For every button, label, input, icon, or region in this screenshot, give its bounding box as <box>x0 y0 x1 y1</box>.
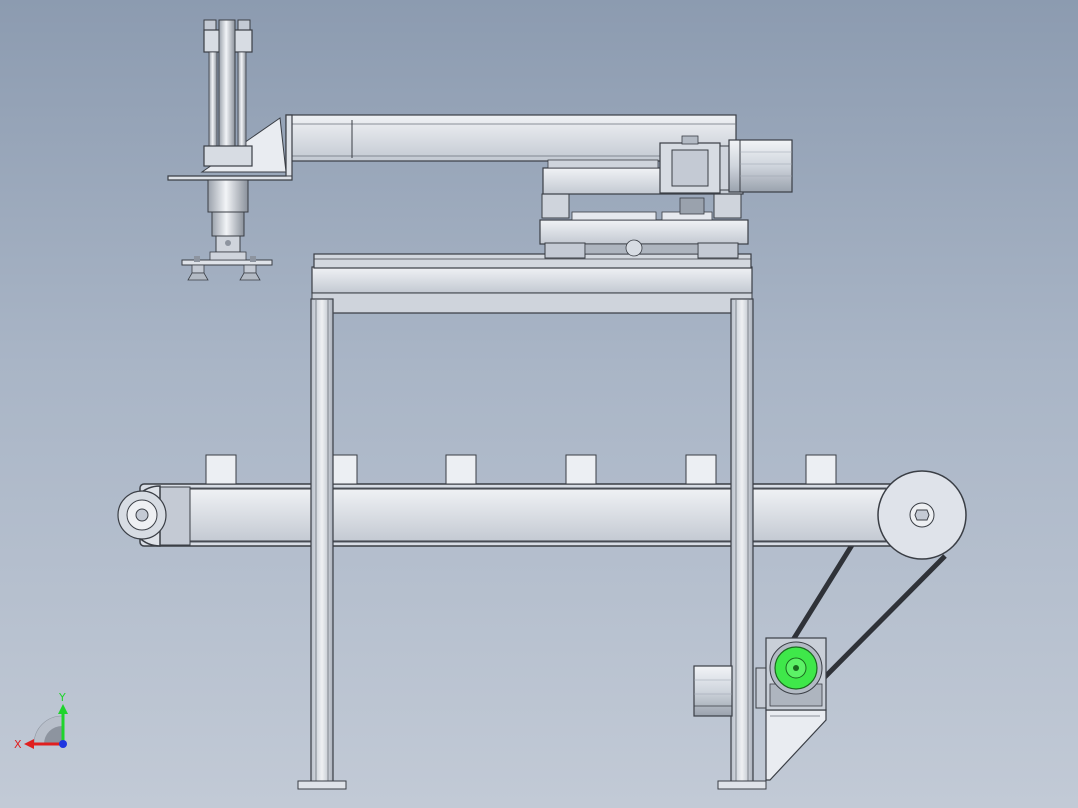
workpiece-block <box>565 454 597 485</box>
drive-motor <box>693 665 733 717</box>
suction-cup <box>243 264 257 274</box>
workpiece-blocks <box>205 454 837 485</box>
workpiece-block <box>805 454 837 485</box>
axis-label-y: Y <box>58 691 66 704</box>
suction-cup <box>191 264 205 274</box>
workpiece-block <box>445 454 477 485</box>
gantry-frame <box>297 266 767 790</box>
workpiece-block <box>205 454 237 485</box>
servo-motor <box>728 139 793 193</box>
drive-pulley <box>877 470 967 560</box>
axis-label-x: X <box>14 738 22 751</box>
suction-cup <box>239 272 261 281</box>
gantry-rail <box>313 253 752 269</box>
vertical-cylinder <box>203 19 253 253</box>
worm-gear-reducer <box>765 637 827 711</box>
coordinate-triad: Y X <box>14 691 68 751</box>
workpiece-block <box>685 454 717 485</box>
suction-cup <box>187 272 209 281</box>
gearbox <box>659 135 731 194</box>
conveyor-belt <box>139 483 926 547</box>
tail-pulley <box>117 485 167 547</box>
suction-cup-gripper <box>181 251 273 281</box>
